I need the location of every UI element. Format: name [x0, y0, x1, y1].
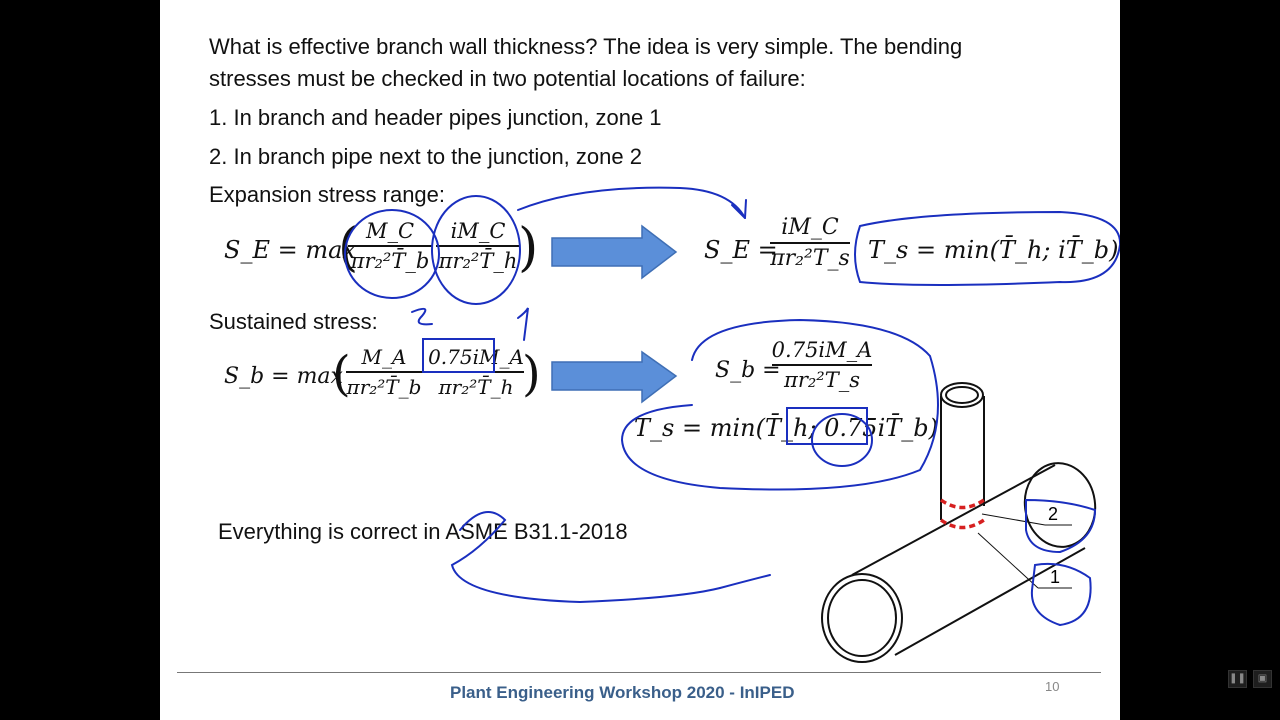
- sb-frac2-den: πr₂²T̄_h: [438, 374, 514, 399]
- right-arrow-icon: [551, 224, 678, 280]
- sb-frac2-num: 0.75iM_A: [428, 345, 524, 369]
- paren-close: ): [518, 218, 539, 278]
- se-rhs-den: πr₂²T_s: [770, 245, 850, 271]
- sb-rhs-lhs: S_b =: [715, 358, 781, 383]
- sb-rhs-fraction: 0.75iM_A πr₂²T_s: [771, 338, 873, 392]
- paren-close-2: ): [522, 346, 541, 402]
- sb-frac1-num: M_A: [361, 345, 407, 369]
- player-controls: ❚❚ ▣: [1228, 670, 1272, 690]
- handwritten-annotations: [344, 186, 1120, 627]
- se-rhs-lhs: S_E =: [704, 236, 778, 264]
- se-rhs-fraction: iM_C πr₂²T_s: [770, 215, 850, 271]
- zone-1-label: 1: [1050, 567, 1060, 587]
- intro-line-1: What is effective branch wall thickness?…: [209, 34, 963, 59]
- expansion-label: Expansion stress range:: [209, 182, 446, 207]
- sb-lhs: S_b = max: [224, 364, 343, 389]
- se-frac2-den: πr₂²T̄_h: [438, 248, 518, 273]
- footer-divider: [177, 672, 1101, 673]
- se-frac2-num: iM_C: [450, 219, 506, 243]
- sb-fraction-2: 0.75iM_A πr₂²T̄_h: [428, 345, 524, 399]
- pause-icon[interactable]: ❚❚: [1228, 670, 1247, 688]
- failure-zones: [939, 498, 985, 530]
- se-rhs-num: iM_C: [781, 215, 839, 240]
- intro-line-2: stresses must be checked in two potentia…: [209, 66, 806, 91]
- sustained-label: Sustained stress:: [209, 309, 378, 334]
- point-1: 1. In branch and header pipes junction, …: [209, 105, 662, 130]
- right-arrow-icon-2: [551, 350, 678, 404]
- ts-expansion: T_s = min(T̄_h; iT̄_b): [868, 236, 1119, 264]
- se-frac1-den: πr₂²T̄_b: [350, 248, 430, 273]
- sb-rhs-den: πr₂²T_s: [784, 367, 860, 392]
- pipe-tee-diagram: 2 1: [821, 382, 1097, 663]
- paren-open: (: [338, 218, 359, 278]
- se-frac1-num: M_C: [365, 219, 415, 243]
- zone-2-label: 2: [1048, 504, 1058, 524]
- footer-title: Plant Engineering Workshop 2020 - InIPED: [450, 683, 795, 702]
- se-fraction-1: M_C πr₂²T̄_b: [348, 219, 432, 273]
- se-fraction-2: iM_C πr₂²T̄_h: [436, 219, 520, 273]
- ts-sustained: T_s = min(T̄_h; 0.75iT̄_b): [634, 414, 938, 442]
- sb-rhs-num: 0.75iM_A: [771, 338, 873, 362]
- se-lhs: S_E = max: [224, 236, 356, 264]
- point-2: 2. In branch pipe next to the junction, …: [209, 144, 642, 169]
- slide: What is effective branch wall thickness?…: [160, 0, 1120, 720]
- paren-open-2: (: [332, 346, 351, 402]
- sb-frac1-den: πr₂²T̄_b: [346, 374, 422, 399]
- conclusion-text: Everything is correct in ASME B31.1-2018: [218, 519, 628, 544]
- page-number: 10: [1045, 679, 1060, 694]
- sb-fraction-1: M_A πr₂²T̄_b: [346, 345, 422, 399]
- screen-icon[interactable]: ▣: [1253, 670, 1272, 688]
